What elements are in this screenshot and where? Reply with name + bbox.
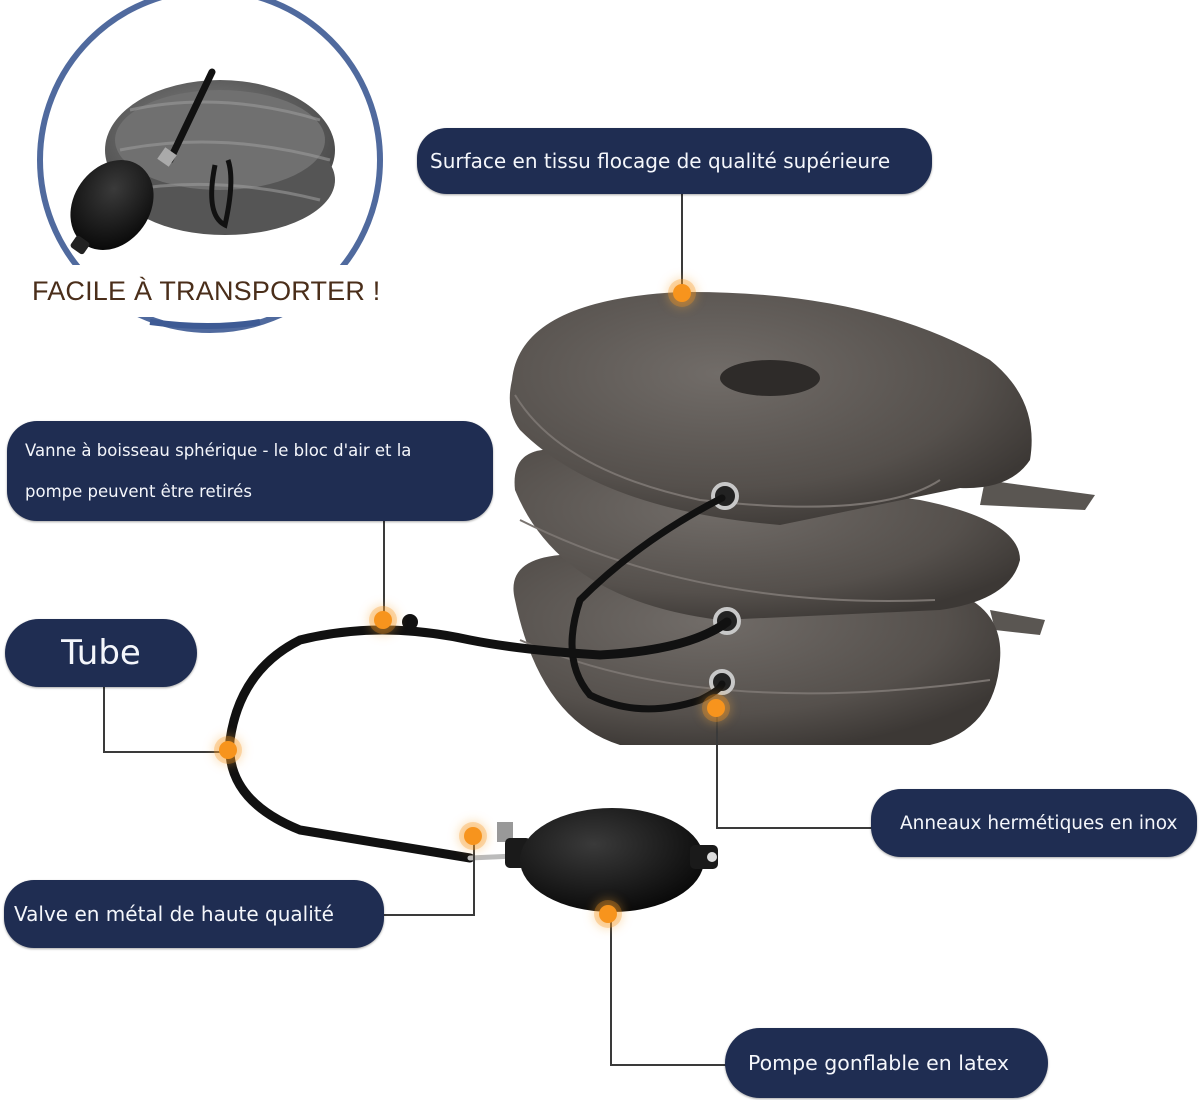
inset-caption: FACILE À TRANSPORTER !: [32, 276, 381, 306]
callout-tube: Tube: [5, 619, 197, 687]
marker-surface: [673, 284, 691, 302]
callout-pump-label: Pompe gonflable en latex: [748, 1051, 1009, 1075]
callout-pump: Pompe gonflable en latex: [725, 1028, 1048, 1098]
leader-line-pump-v: [610, 915, 612, 1065]
leader-line-metal-h: [383, 914, 475, 916]
marker-pump: [599, 905, 617, 923]
callout-rings: Anneaux hermétiques en inox: [871, 789, 1197, 857]
marker-ball-valve: [374, 611, 392, 629]
neck-pillow: [509, 291, 1095, 745]
leader-line-metal-v: [473, 838, 475, 915]
callout-ball-valve: Vanne à boisseau sphérique - le bloc d'a…: [7, 421, 493, 521]
leader-line-tube-v: [103, 686, 105, 752]
callout-surface: Surface en tissu flocage de qualité supé…: [417, 128, 932, 194]
leader-line-surface: [681, 193, 683, 293]
leader-line-pump-h: [610, 1064, 726, 1066]
leader-line-valve: [383, 520, 385, 620]
leader-line-rings-v: [716, 710, 718, 828]
callout-ball-valve-line1: Vanne à boisseau sphérique - le bloc d'a…: [25, 441, 412, 460]
leader-line-rings-h: [716, 827, 872, 829]
pump-bulb: [402, 614, 718, 912]
callout-ball-valve-line2: pompe peuvent être retirés: [25, 482, 252, 501]
marker-metal-valve: [464, 827, 482, 845]
inset-image: [20, 0, 420, 333]
callout-tube-label: Tube: [61, 633, 141, 673]
marker-tube: [219, 741, 237, 759]
callout-surface-label: Surface en tissu flocage de qualité supé…: [430, 149, 891, 173]
marker-rings: [707, 699, 725, 717]
callout-rings-label: Anneaux hermétiques en inox: [900, 812, 1178, 834]
callout-metal-valve: Valve en métal de haute qualité: [4, 880, 384, 948]
callout-metal-valve-label: Valve en métal de haute qualité: [14, 902, 334, 926]
leader-line-tube-h: [103, 751, 228, 753]
